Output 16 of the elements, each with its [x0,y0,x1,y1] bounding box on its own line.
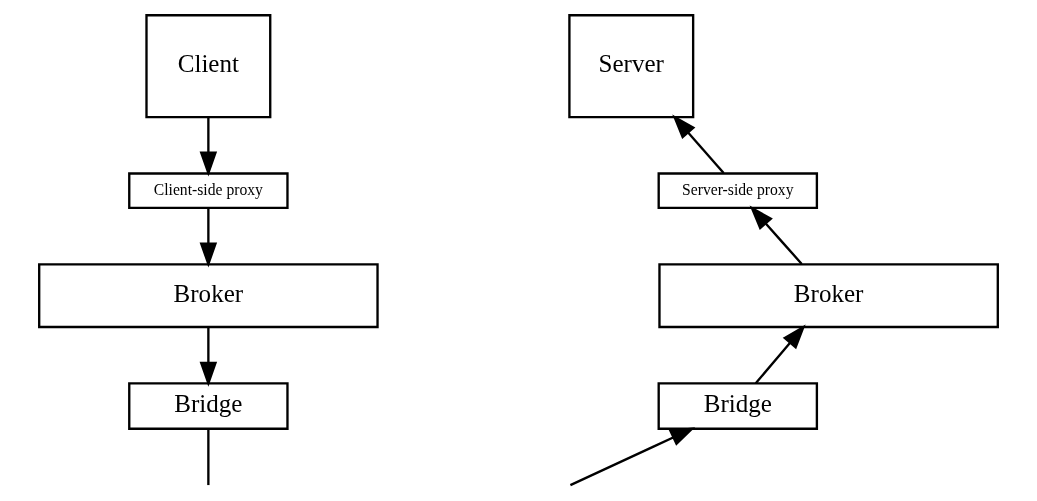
node-box: Broker [38,262,379,328]
node-box: Broker [658,262,999,328]
arrow [672,113,725,174]
arrow [199,326,218,387]
node-box: Bridge [657,381,819,430]
arrow [199,116,218,177]
connector [207,428,210,485]
node-box: Client-side proxy [128,171,289,209]
arrow [569,426,696,486]
arrow [199,207,218,267]
node-box: Server [568,13,695,118]
node-box: Bridge [128,381,289,430]
node-box: Client [145,13,272,118]
node-box: Server-side proxy [657,171,819,209]
arrow [754,323,806,384]
arrow [749,205,803,265]
